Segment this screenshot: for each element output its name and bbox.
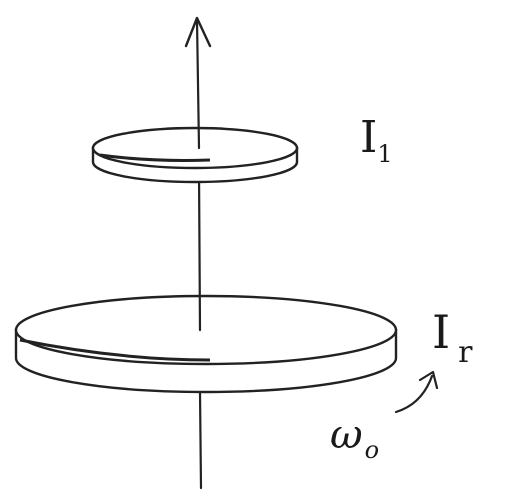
angular-velocity-label-subscript: o bbox=[365, 436, 379, 464]
lower-disk-label-main: I bbox=[432, 305, 450, 359]
upper-disk-label-main: I bbox=[360, 112, 377, 163]
rotation-arrowhead-icon bbox=[418, 370, 439, 390]
rotation-axis-upper bbox=[195, 18, 201, 150]
rotation-arrow bbox=[394, 374, 434, 414]
lower-disk bbox=[14, 294, 398, 394]
axis-arrowhead-icon bbox=[184, 16, 212, 48]
upper-disk bbox=[91, 126, 299, 184]
rotation-axis-middle bbox=[197, 168, 202, 332]
lower-disk-label-subscript: r bbox=[458, 335, 473, 370]
angular-velocity-label: ωo bbox=[330, 412, 379, 464]
upper-disk-rim-shading bbox=[99, 153, 211, 162]
upper-disk-label-subscript: 1 bbox=[377, 140, 392, 168]
upper-disk-top bbox=[91, 126, 299, 170]
lower-disk-rim-shading bbox=[19, 338, 211, 362]
lower-disk-top bbox=[14, 294, 398, 366]
angular-velocity-label-main: ω bbox=[330, 412, 363, 458]
upper-disk-label: I1 bbox=[360, 112, 393, 168]
rotation-axis-lower bbox=[198, 390, 203, 490]
